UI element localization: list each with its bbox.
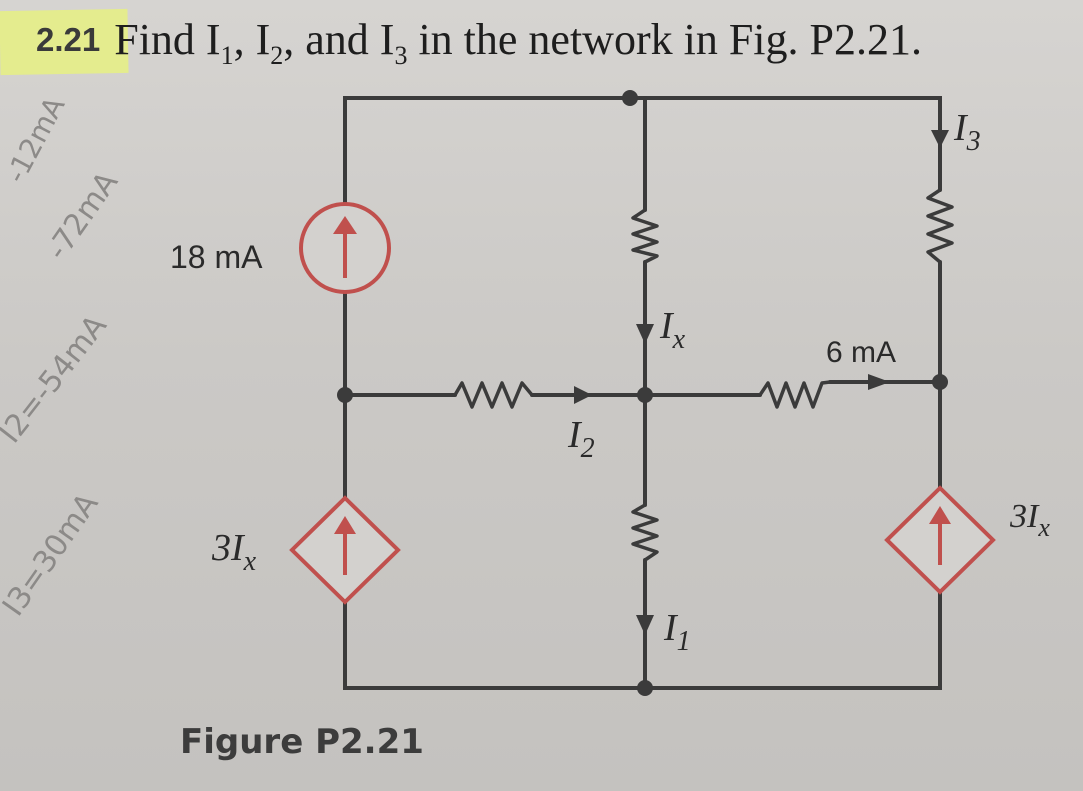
problem-statement: 2.21 Find I1, I2, and I3 in the network i…: [36, 14, 1076, 74]
label-part: I: [567, 414, 583, 456]
label-ix: Ix: [659, 305, 686, 355]
statement-part: Find I: [114, 15, 221, 64]
note-i2: I2=-54mA: [0, 308, 114, 450]
wire-bottom: [343, 590, 942, 690]
resistor-left-horizontal: [453, 381, 534, 409]
label-part: I: [659, 305, 675, 347]
label-6ma: 6 mA: [826, 336, 896, 369]
label-part: I: [953, 107, 969, 149]
up-arrow-icon: [334, 516, 356, 534]
note-minus-72ma: -72mA: [40, 165, 126, 266]
problem-number: 2.21: [36, 21, 101, 58]
problem-text: Find I1, I2, and I3 in the network in Fi…: [114, 15, 922, 70]
arrow-i1: [636, 615, 654, 635]
dependent-current-source-left: [289, 495, 401, 605]
independent-current-source: [299, 202, 391, 294]
label-part: 3I: [211, 527, 246, 569]
resistor-center-bottom: [631, 503, 659, 562]
label-i3: I3: [953, 107, 981, 157]
label-i2: I2: [567, 414, 595, 464]
node-left: [337, 387, 353, 403]
statement-part: , and I: [283, 15, 395, 64]
statement-part: , I: [233, 15, 271, 64]
label-sub: 2: [581, 433, 595, 464]
statement-sub: 2: [270, 40, 284, 70]
label-sub: 3: [966, 126, 981, 157]
label-18ma: 18 mA: [170, 239, 263, 275]
arrow-i3: [931, 130, 949, 148]
arrow-6ma: [868, 374, 890, 390]
figure-caption: Figure P2.21: [180, 722, 424, 762]
node-right: [932, 374, 948, 390]
label-dep-right: 3Ix: [1009, 498, 1050, 542]
label-sub: x: [672, 324, 686, 355]
nodes: [337, 90, 948, 696]
resistor-center-top: [631, 208, 659, 264]
label-sub: x: [1037, 513, 1050, 542]
statement-part: in the network in Fig. P2.21.: [407, 15, 922, 64]
note-minus-12ma: -12mA: [0, 91, 71, 188]
up-arrow-icon: [929, 506, 951, 524]
up-arrow-icon: [333, 216, 357, 234]
statement-sub: 3: [394, 40, 408, 70]
label-dep-left: 3Ix: [211, 527, 257, 577]
current-arrows: [574, 130, 949, 635]
arrow-ix: [636, 324, 654, 344]
circuit-labels: 18 mA 6 mA 3Ix 3Ix Ix I1 I2 I3: [170, 107, 1050, 657]
resistors: [453, 188, 954, 562]
label-part: 3I: [1009, 498, 1040, 535]
label-sub: 1: [677, 626, 691, 657]
node-top: [622, 90, 638, 106]
note-i3: I3=30mA: [0, 487, 106, 623]
dependent-current-source-right: [884, 485, 996, 595]
arrow-i2: [574, 386, 592, 404]
resistor-right-top: [926, 188, 954, 264]
node-bottom: [637, 680, 653, 696]
label-i1: I1: [663, 607, 691, 657]
wire-top: [343, 96, 942, 207]
label-part: I: [663, 607, 679, 649]
handwritten-notes: -12mA -72mA I2=-54mA I3=30mA: [0, 91, 125, 622]
statement-sub: 1: [220, 40, 234, 70]
resistor-right-horizontal: [758, 380, 831, 409]
node-center: [637, 387, 653, 403]
label-sub: x: [243, 546, 257, 577]
